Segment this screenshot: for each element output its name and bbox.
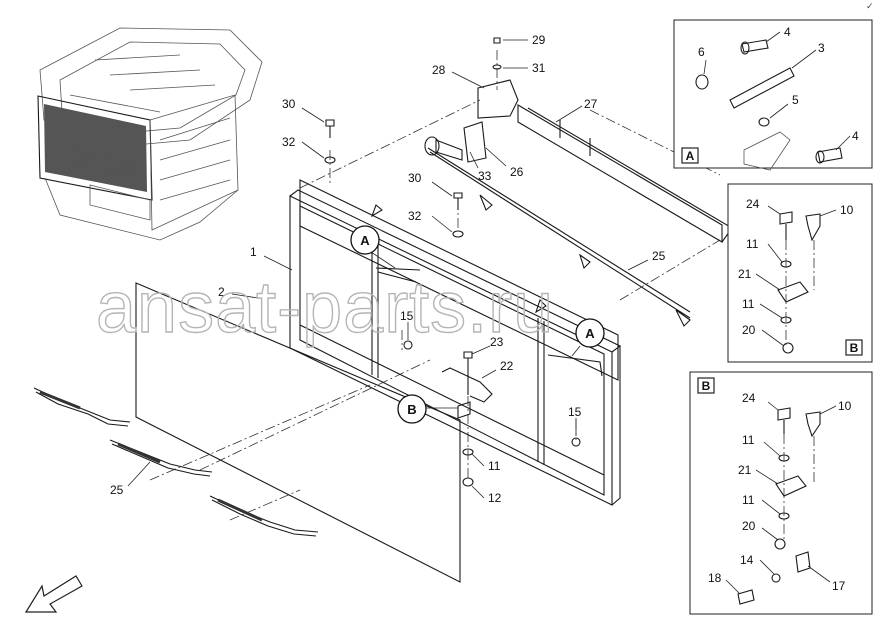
box-b-bottom-callout-17: 17 — [832, 579, 846, 593]
box-a-callout-5: 5 — [792, 93, 799, 107]
box-a-callout-3: 3 — [818, 41, 825, 55]
box-b-top-callout-11a: 11 — [746, 237, 759, 251]
glass-panel — [135, 282, 461, 583]
front-direction-arrow — [24, 575, 83, 613]
view-marker-a-1: A — [350, 225, 380, 255]
view-marker-a-2: A — [575, 318, 605, 348]
corner-mark: ✓ — [866, 1, 874, 11]
callout-22: 22 — [500, 359, 514, 373]
callout-25-upper: 25 — [652, 249, 666, 263]
box-b-bottom-callout-14: 14 — [740, 553, 754, 567]
box-b-bottom-callout-24: 24 — [742, 391, 756, 405]
detail-box-b-top-label: B — [850, 341, 859, 355]
detail-box-b-bottom-label: B — [702, 379, 711, 393]
box-b-top-callout-24: 24 — [746, 197, 760, 211]
box-a-callout-4-bottom: 4 — [852, 129, 859, 143]
callout-29: 29 — [532, 33, 546, 47]
callout-30b: 30 — [408, 171, 422, 185]
window-frame — [289, 179, 622, 506]
box-b-bottom-callout-18: 18 — [708, 571, 722, 585]
box-b-top-callout-11b: 11 — [742, 297, 755, 311]
detail-box-b-bottom: B 24 10 11 21 11 20 14 18 17 — [689, 371, 873, 615]
fasteners — [324, 37, 581, 487]
machine-overview-illustration — [37, 27, 263, 241]
view-marker-label: A — [585, 326, 595, 341]
wiper-arms — [33, 387, 319, 537]
callout-25-lower: 25 — [110, 483, 124, 497]
callout-31: 31 — [532, 61, 546, 75]
detail-box-a-label: A — [686, 149, 695, 163]
callout-15-lower: 15 — [568, 405, 582, 419]
callout-28: 28 — [432, 63, 446, 77]
wiper-linkage — [424, 136, 691, 327]
callout-30: 30 — [282, 97, 296, 111]
callout-27: 27 — [584, 97, 598, 111]
callout-23: 23 — [490, 335, 504, 349]
watermark: ansat-parts.ru — [96, 268, 554, 348]
callout-1: 1 — [250, 245, 257, 259]
box-b-top-callout-20: 20 — [742, 323, 756, 337]
detail-box-b-top: B 24 10 11 21 11 20 — [727, 183, 873, 363]
box-b-bottom-callout-11b: 11 — [742, 493, 755, 507]
callout-15-upper: 15 — [400, 309, 414, 323]
box-a-callout-6: 6 — [698, 45, 705, 59]
box-b-bottom-callout-10: 10 — [838, 399, 852, 413]
callout-12: 12 — [488, 491, 502, 505]
leader-lines — [127, 39, 649, 499]
callout-26: 26 — [510, 165, 524, 179]
box-b-top-callout-21: 21 — [738, 267, 752, 281]
box-b-bottom-callout-20: 20 — [742, 519, 756, 533]
box-b-bottom-callout-21: 21 — [738, 463, 752, 477]
callout-32b: 32 — [408, 209, 422, 223]
box-b-bottom-callout-11a: 11 — [742, 433, 755, 447]
callout-32: 32 — [282, 135, 296, 149]
callout-2: 2 — [218, 285, 225, 299]
box-a-callout-4-top: 4 — [784, 25, 791, 39]
callout-11: 11 — [488, 459, 501, 473]
callout-33: 33 — [478, 169, 492, 183]
motor-bracket — [463, 79, 519, 163]
view-marker-b: B — [397, 394, 427, 424]
view-marker-label: B — [407, 402, 416, 417]
detail-box-a: A 4 6 3 5 4 — [673, 19, 873, 171]
view-marker-label: A — [360, 233, 370, 248]
box-b-top-callout-10: 10 — [840, 203, 854, 217]
main-callouts: 29 31 28 27 30 32 33 26 30 32 1 25 2 15 … — [110, 33, 666, 505]
